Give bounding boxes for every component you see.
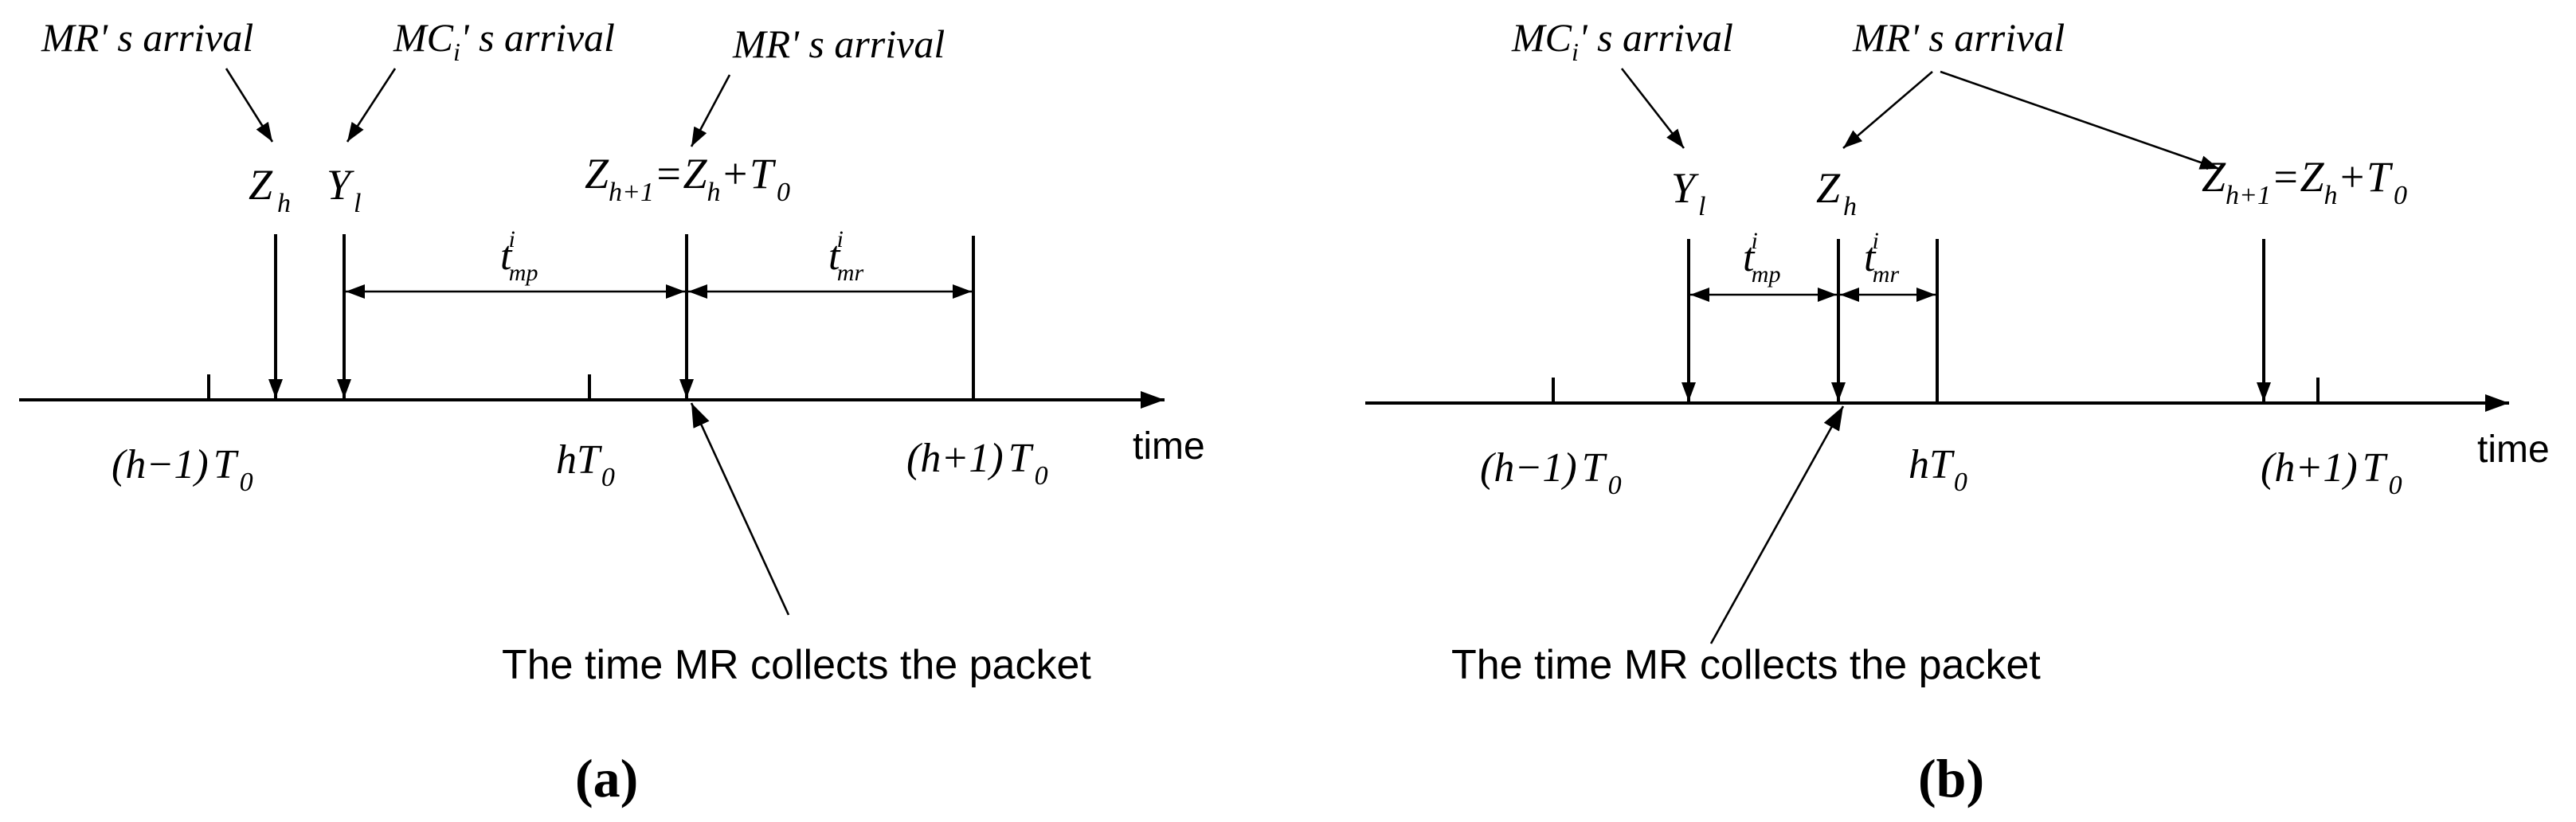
- collect-label-a: The time MR collects the packet: [502, 642, 1091, 688]
- time-axis-label-a: time: [1133, 425, 1205, 468]
- collect-label-b: The time MR collects the packet: [1451, 642, 2041, 688]
- pointer-mr2-a: [690, 74, 731, 147]
- tick-label-b-2: hT0: [1909, 442, 1967, 497]
- caption-b: (b): [1918, 748, 1984, 808]
- pointer-mr-to-zh1-b: [1940, 70, 2220, 170]
- pointer-collect-b: [1709, 405, 1845, 644]
- caption-a: (a): [575, 748, 638, 808]
- pointer-mc-b: [1620, 68, 1685, 149]
- label-mr-arrival-1-a: MR' s arrival: [41, 15, 253, 60]
- pointer-mr-to-zh-b: [1842, 71, 1933, 149]
- label-mc-arrival-b: MCi' s arrival: [1511, 15, 1733, 66]
- panel-a: time MR' s arrival MCi' s arrival MR' s …: [19, 15, 1205, 808]
- label-mc-arrival-a: MCi' s arrival: [393, 15, 615, 66]
- label-mr-arrival-2-a: MR' s arrival: [732, 22, 945, 66]
- pointer-mc-a: [346, 68, 397, 143]
- pointer-collect-a: [690, 402, 790, 616]
- time-axis-label-b: time: [2477, 429, 2550, 471]
- label-mr-arrival-b: MR' s arrival: [1852, 15, 2065, 60]
- pointer-mr1-a: [225, 68, 274, 143]
- tick-label-a-2: hT0: [556, 437, 615, 492]
